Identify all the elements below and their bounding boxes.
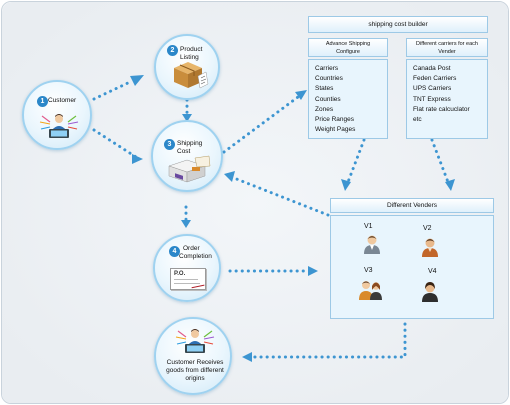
customer-computer-icon	[39, 114, 79, 138]
arrowhead-to-receives	[242, 352, 252, 362]
list-item: Counties	[315, 95, 341, 103]
advance-shipping-list: Carriers Countries States Counties Zones…	[315, 64, 355, 135]
list-item: States	[315, 85, 334, 93]
venders-title: Different Venders	[386, 202, 438, 209]
product-listing-label: Product Listing	[180, 46, 203, 62]
order-completion-label-line1: Order	[183, 245, 200, 252]
purchase-order-icon: P.O.	[170, 268, 206, 290]
list-item: Feden Carriers	[413, 75, 457, 83]
po-label: P.O.	[174, 271, 186, 277]
shipping-boxes-icon	[168, 155, 211, 183]
list-item: etc	[413, 116, 422, 124]
carriers-per-vender-header: Different carriers for each Vender	[406, 38, 488, 57]
arrowhead-to-listing	[130, 75, 144, 86]
connector-customer-to-listing	[92, 80, 132, 101]
builder-title: shipping cost builder	[368, 21, 428, 28]
connector-venders-to-receives	[250, 322, 407, 359]
advance-shipping-title-line1: Advance Shipping	[325, 41, 371, 47]
customer-label: Customer	[48, 97, 77, 104]
connector-customer-to-shipping	[92, 128, 138, 159]
receives-label-line2: goods from different	[166, 367, 224, 374]
product-listing-node: 2 Product Listing	[154, 34, 220, 100]
vender-v4-person-icon	[422, 282, 438, 302]
connector-venders-to-shipping	[232, 176, 330, 217]
advance-shipping-panel: Carriers Countries States Counties Zones…	[308, 59, 388, 139]
carriers-title-line1: Different carriers for each	[416, 41, 478, 47]
receives-label-line1: Customer Receives	[166, 359, 224, 366]
vender-v2-person-icon	[422, 238, 438, 257]
list-item: Zones	[315, 105, 334, 113]
builder-title-bar: shipping cost builder	[308, 16, 488, 33]
step-number-badge: 1	[37, 96, 48, 107]
vender-v4-label: V4	[428, 268, 437, 275]
shipping-cost-label: Shipping Cost	[177, 140, 203, 156]
list-item: UPS Carriers	[413, 85, 452, 93]
arrowhead-to-venders-bottom	[308, 266, 318, 276]
advance-shipping-header: Advance Shipping Configure	[308, 38, 388, 57]
step-number-badge: 2	[167, 45, 178, 56]
step-number-badge: 3	[164, 139, 175, 150]
list-item: Price Ranges	[315, 116, 355, 124]
connector-builder-left-to-venders	[346, 138, 366, 184]
list-item: TNT Express	[413, 95, 451, 103]
arrowhead-to-shipping-top	[182, 114, 192, 122]
customer-computer-icon	[175, 329, 215, 353]
venders-title-bar: Different Venders	[330, 198, 494, 213]
order-completion-label-line2: Completion	[179, 253, 212, 260]
arrowhead-to-venders-left	[341, 179, 351, 191]
list-item: Canada Post	[413, 65, 451, 72]
list-item: Countries	[315, 75, 343, 83]
step-number-badge: 4	[169, 246, 180, 257]
carriers-title-line2: Vender	[438, 48, 456, 55]
arrowhead-to-builder	[295, 90, 307, 100]
vender-v1-label: V1	[364, 223, 373, 230]
customer-receives-node: Customer Receives goods from different o…	[154, 317, 232, 395]
vender-v2-label: V2	[423, 225, 432, 232]
carriers-panel: Canada Post Feden Carriers UPS Carriers …	[406, 59, 488, 139]
list-item: Flat rate calcuclator	[413, 105, 470, 113]
arrowhead-to-shipping-left	[132, 154, 143, 164]
receives-label-line3: origins	[185, 375, 205, 382]
arrowhead-to-order	[181, 220, 191, 228]
carriers-list: Canada Post Feden Carriers UPS Carriers …	[413, 64, 470, 125]
shipping-cost-node: 3 Shipping Cost	[151, 120, 223, 192]
vender-v3-label: V3	[364, 267, 373, 274]
order-completion-node: 4 Order Completion P.O.	[153, 234, 221, 302]
customer-node: 1 Customer	[22, 80, 92, 150]
connector-builder-right-to-venders	[430, 138, 450, 184]
vender-v3-people-icon	[359, 281, 382, 300]
arrowhead-to-venders-right	[445, 179, 455, 191]
venders-panel: V1 V2 V3 V4	[330, 215, 494, 319]
product-box-icon	[174, 62, 209, 89]
list-item: Weight Pages	[315, 126, 356, 134]
advance-shipping-title-line2: Configure	[336, 48, 360, 55]
vender-v1-person-icon	[364, 235, 380, 254]
arrowhead-to-shipping-right	[224, 171, 235, 182]
list-item: Carriers	[315, 65, 339, 72]
